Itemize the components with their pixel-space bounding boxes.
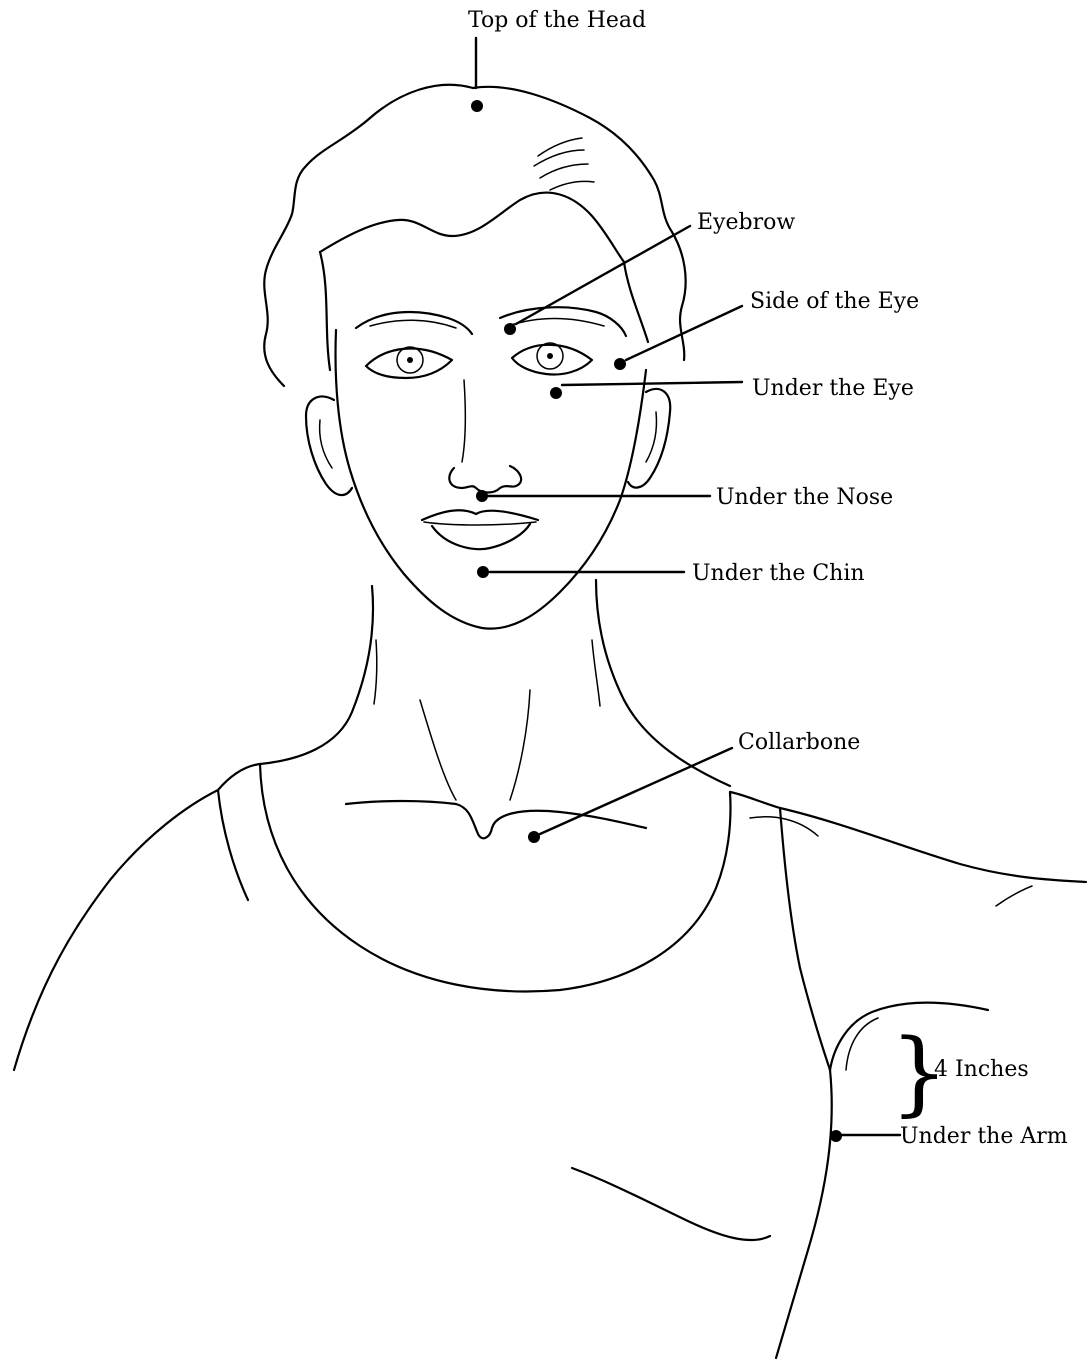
nose-base: [449, 466, 521, 493]
leader-under-eye: [562, 382, 742, 385]
label-eyebrow: Eyebrow: [697, 210, 795, 235]
hair-strand-3: [540, 164, 588, 178]
point-under-chin: [477, 566, 489, 578]
hair-wave: [320, 193, 624, 262]
lips-line: [424, 522, 536, 525]
torso-side-right: [776, 1070, 832, 1358]
annotations: Top of the Head Eyebrow Side of the Eye …: [468, 8, 1068, 1149]
neck-left: [260, 586, 373, 764]
point-under-arm: [830, 1130, 842, 1142]
neck-right: [596, 580, 730, 786]
label-four-inches: 4 Inches: [934, 1057, 1029, 1082]
pupil-left: [407, 357, 413, 363]
eyebrow-left-lower: [370, 320, 456, 328]
point-top-of-head: [471, 100, 483, 112]
label-side-of-eye: Side of the Eye: [750, 289, 919, 314]
hair-strand-2: [534, 150, 584, 166]
ear-left: [306, 397, 352, 496]
tank-strap-right: [730, 792, 800, 968]
tank-neckline: [260, 764, 730, 991]
ear-right: [628, 389, 670, 488]
eyebrow-left: [356, 312, 472, 334]
ear-left-inner: [320, 420, 332, 468]
neck-tendon-left: [420, 700, 456, 800]
label-under-arm: Under the Arm: [900, 1124, 1068, 1149]
hair-strand-4: [550, 181, 594, 190]
point-under-nose: [476, 490, 488, 502]
point-side-of-eye: [614, 358, 626, 370]
shoulder-right: [780, 808, 1086, 882]
point-eyebrow: [504, 323, 516, 335]
point-under-eye: [550, 387, 562, 399]
collarbone-right: [492, 811, 646, 828]
hair-sideburn-right: [624, 262, 648, 342]
collarbone-left: [346, 801, 492, 838]
label-under-chin: Under the Chin: [692, 561, 865, 586]
deltoid-line: [996, 886, 1032, 906]
arm-inner: [800, 968, 830, 1070]
shoulder-left: [14, 790, 218, 1070]
hair-outline-top: [473, 87, 686, 360]
pupil-right: [547, 353, 553, 359]
label-collarbone: Collarbone: [738, 730, 860, 755]
lips-upper: [422, 510, 538, 520]
lips-lower: [432, 524, 530, 549]
leader-collarbone: [540, 748, 732, 834]
label-under-nose: Under the Nose: [716, 485, 893, 510]
neck-tendon-right: [510, 690, 530, 800]
point-collarbone: [528, 831, 540, 843]
pectoral-line: [572, 1168, 770, 1240]
neck-line-left: [374, 640, 377, 704]
figure-drawing: [14, 85, 1086, 1358]
ear-right-inner: [646, 412, 657, 462]
eye-right-upper: [512, 345, 592, 375]
label-top-of-head: Top of the Head: [468, 8, 646, 33]
hair-sideburn-left: [320, 252, 330, 370]
leader-eyebrow: [516, 226, 690, 324]
nose-bridge: [462, 380, 465, 462]
tank-strap-right-inner: [750, 817, 818, 836]
label-under-eye: Under the Eye: [752, 376, 914, 401]
neck-line-right: [592, 640, 600, 706]
tank-strap-left: [218, 764, 260, 900]
